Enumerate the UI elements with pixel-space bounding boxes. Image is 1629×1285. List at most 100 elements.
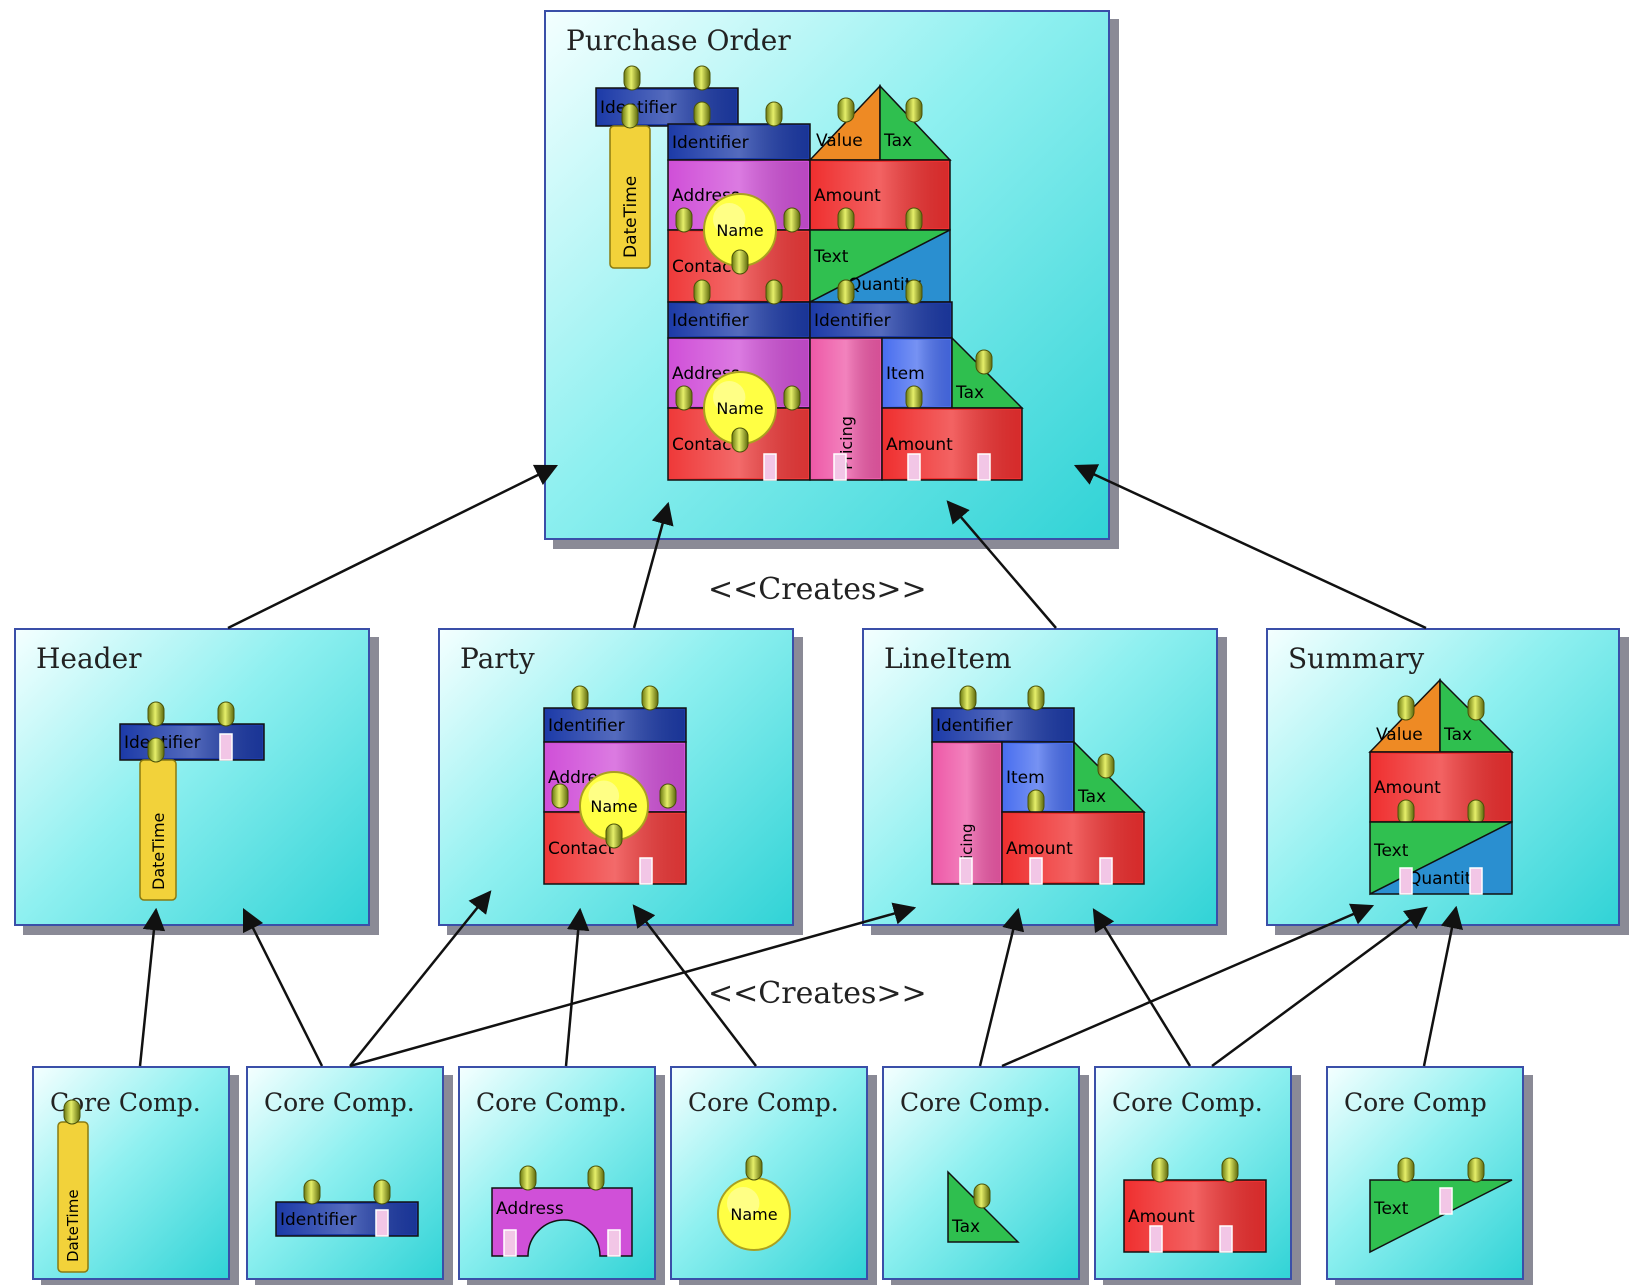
block-label: Quantity	[848, 275, 921, 295]
connector-peg	[837, 207, 855, 233]
identifier-block-shade	[598, 90, 736, 124]
connector-peg	[659, 783, 677, 809]
connector-slot	[219, 733, 233, 761]
creates-arrow	[632, 904, 757, 1067]
block-label: Item	[886, 364, 925, 384]
block-label: Tax	[883, 131, 912, 151]
connector-peg	[373, 1179, 391, 1205]
block-label: Tax	[1443, 725, 1472, 745]
amount-block-shade	[1372, 754, 1510, 820]
connector-peg	[1467, 1157, 1485, 1183]
core-comp-title: Core Comp.	[264, 1088, 415, 1117]
core-comp-title: Core Comp.	[900, 1088, 1051, 1117]
core-comp-title: Core Comp	[1344, 1088, 1487, 1117]
block-label: Item	[1006, 768, 1045, 788]
connector-peg	[303, 1179, 321, 1205]
core-comp-box: Core Comp.	[882, 1066, 1080, 1280]
creates-arrow	[978, 907, 1025, 1067]
connector-peg	[693, 65, 711, 91]
block-label: Name	[730, 1205, 777, 1224]
block-label: Amount	[886, 435, 953, 455]
amount-block-shade	[812, 162, 948, 228]
identifier-block-shade	[670, 126, 808, 158]
identifier-block-shade	[278, 1204, 416, 1234]
connector-peg	[1397, 695, 1415, 721]
connector-peg	[765, 279, 783, 305]
core-comp-title: Core Comp.	[688, 1088, 839, 1117]
block-label: Name	[590, 797, 637, 816]
connector-peg	[1397, 799, 1415, 825]
creates-arrow	[564, 907, 590, 1067]
creates-arrow	[227, 464, 559, 630]
identifier-block-shade	[122, 726, 262, 758]
connector-slot	[375, 1209, 389, 1237]
connector-slot	[607, 1229, 621, 1257]
block-label: DateTime	[149, 813, 168, 890]
connector-peg	[551, 783, 569, 809]
connector-peg	[571, 685, 589, 711]
connector-peg	[1027, 789, 1045, 815]
block-label: Tax	[955, 383, 984, 403]
identifier-block-shade	[812, 304, 950, 336]
identifier-block-shade	[934, 710, 1072, 740]
block-label: Name	[716, 399, 763, 418]
creates-arrow	[138, 907, 166, 1067]
block-label: Identifier	[672, 311, 749, 331]
connector-peg	[641, 685, 659, 711]
connector-slot	[1149, 1225, 1163, 1253]
core-comp-box: Core Comp.	[246, 1066, 444, 1280]
block-label: Address	[496, 1199, 564, 1219]
block-label: Contact	[548, 839, 614, 859]
name-block-shine	[727, 1187, 760, 1220]
amount-block-shade	[1126, 1182, 1264, 1250]
summary-title: Summary	[1288, 642, 1425, 675]
block-label: Identifier	[548, 716, 625, 736]
connector-peg	[675, 207, 693, 233]
connector-slot	[833, 453, 847, 481]
block-label: Value	[1376, 725, 1423, 745]
name-block-shine	[713, 203, 746, 236]
identifier-block-shade	[546, 710, 684, 740]
core-comp-box: Core Comp	[1326, 1066, 1524, 1280]
creates-label: <<Creates>>	[708, 976, 927, 1011]
creates-arrow	[1211, 906, 1428, 1068]
creates-arrow	[349, 890, 492, 1067]
core-comp-title: Core Comp.	[1112, 1088, 1263, 1117]
block-label: Identifier	[600, 98, 677, 118]
connector-slot	[1399, 867, 1413, 895]
block-label: Text	[1373, 841, 1409, 861]
connector-peg	[905, 385, 923, 411]
block-label: DateTime	[64, 1189, 82, 1262]
connector-peg	[783, 207, 801, 233]
block-label: Identifier	[814, 311, 891, 331]
connector-peg	[1097, 753, 1115, 779]
connector-slot	[503, 1229, 517, 1257]
connector-peg	[519, 1165, 537, 1191]
connector-peg	[973, 1183, 991, 1209]
block-label: Text	[813, 247, 849, 267]
connector-slot	[1219, 1225, 1233, 1253]
connector-peg	[693, 279, 711, 305]
connector-peg	[675, 385, 693, 411]
creates-label: <<Creates>>	[708, 572, 927, 607]
connector-peg	[1151, 1157, 1169, 1183]
connector-peg	[63, 1099, 81, 1125]
connector-peg	[587, 1165, 605, 1191]
block-label: Identifier	[672, 133, 749, 153]
connector-slot	[959, 857, 973, 885]
lineitem-title: LineItem	[884, 642, 1012, 675]
connector-slot	[1439, 1187, 1453, 1215]
block-label: Identifier	[936, 716, 1013, 736]
connector-peg	[765, 101, 783, 127]
connector-peg	[905, 207, 923, 233]
connector-peg	[975, 349, 993, 375]
connector-slot	[1469, 867, 1483, 895]
connector-peg	[621, 103, 639, 129]
block-label: Name	[716, 221, 763, 240]
party-title: Party	[460, 642, 535, 675]
connector-peg	[217, 701, 235, 727]
connector-slot	[1099, 857, 1113, 885]
connector-peg	[623, 65, 641, 91]
purchase-order-title: Purchase Order	[566, 24, 791, 57]
